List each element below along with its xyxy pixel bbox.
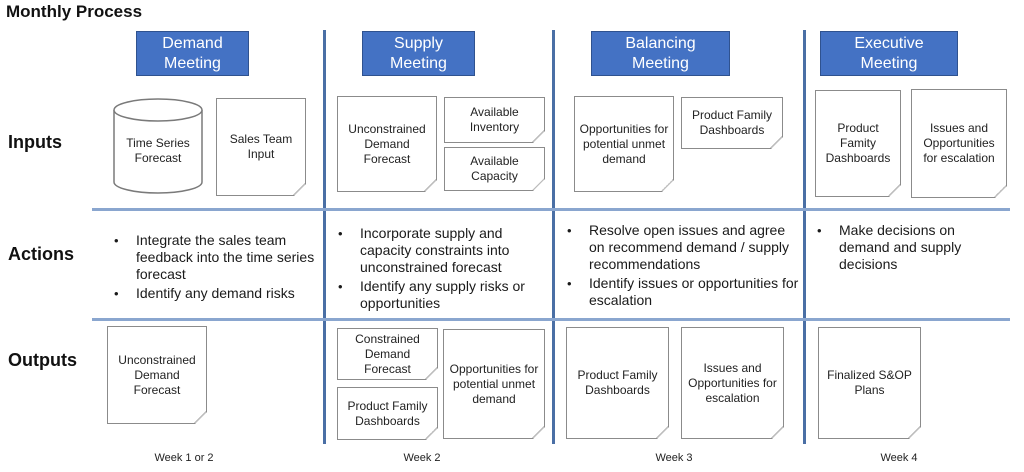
doc-label: Finalized S&OP Plans bbox=[827, 368, 912, 397]
doc-label: Opportunities for potential unmet demand bbox=[579, 121, 669, 166]
balancing-meeting-header: Balancing Meeting bbox=[591, 31, 730, 76]
diagram-title: Monthly Process bbox=[6, 2, 143, 21]
doc-label: Available Capacity bbox=[470, 154, 519, 183]
output-doc-product-family-dashboards: Product Family Dashboards bbox=[566, 327, 669, 439]
doc-label: Available Inventory bbox=[469, 105, 520, 134]
output-doc-unconstrained-forecast: Unconstrained Demand Forecast bbox=[107, 326, 207, 424]
output-doc-issues-opportunities: Issues and Opportunities for escalation bbox=[681, 327, 784, 439]
output-doc-opportunities: Opportunities for potential unmet demand bbox=[443, 329, 545, 439]
week-label: Week 3 bbox=[655, 452, 693, 464]
doc-label: Unconstrained Demand Forecast bbox=[348, 121, 426, 166]
doc-label: Product Family Dashboards bbox=[577, 368, 658, 397]
doc-label: Product Family Dashboards bbox=[347, 398, 428, 428]
doc-label: Issues and Opportunities for escalation bbox=[688, 360, 777, 405]
output-doc-finalized-plans: Finalized S&OP Plans bbox=[818, 327, 921, 439]
input-doc-product-family-dashboards: Product Famity Dashboards bbox=[815, 90, 901, 197]
list-item: Resolve open issues and agree on recomme… bbox=[563, 222, 801, 273]
column-divider bbox=[552, 30, 555, 444]
column-divider bbox=[323, 30, 326, 444]
doc-label: Unconstrained Demand Forecast bbox=[118, 352, 196, 397]
week-label: Week 4 bbox=[880, 452, 918, 464]
list-item: Identify any demand risks bbox=[110, 285, 318, 302]
supply-meeting-header: Supply Meeting bbox=[362, 31, 475, 76]
doc-label: Opportunities for potential unmet demand bbox=[449, 361, 539, 406]
list-item: Identify any supply risks or opportuniti… bbox=[334, 278, 548, 312]
supply-actions-list: Incorporate supply and capacity constrai… bbox=[334, 225, 548, 314]
row-label-outputs: Outputs bbox=[8, 350, 77, 370]
database-cylinder-icon bbox=[113, 98, 203, 194]
output-doc-constrained-forecast: Constrained Demand Forecast bbox=[337, 328, 438, 380]
row-label-inputs: Inputs bbox=[8, 132, 62, 152]
column-divider bbox=[803, 30, 806, 444]
row-label-actions: Actions bbox=[8, 244, 75, 264]
input-doc-unconstrained-forecast: Unconstrained Demand Forecast bbox=[337, 96, 437, 192]
input-doc-product-family-dashboards: Product Family Dashboards bbox=[681, 97, 783, 149]
doc-label: Issues and Opportunities for escalation bbox=[923, 121, 995, 165]
doc-label: Sales Team Input bbox=[229, 132, 293, 161]
executive-actions-list: Make decisions on demand and supply deci… bbox=[813, 222, 993, 275]
output-doc-product-family-dashboards: Product Family Dashboards bbox=[337, 387, 438, 440]
time-series-forecast-database: Time Series Forecast bbox=[112, 98, 204, 196]
list-item: Incorporate supply and capacity constrai… bbox=[334, 225, 548, 276]
doc-label: Time Series Forecast bbox=[126, 136, 190, 165]
input-doc-sales-team: Sales Team Input bbox=[216, 98, 306, 196]
week-label: Week 2 bbox=[403, 452, 441, 464]
list-item: Integrate the sales team feedback into t… bbox=[110, 232, 318, 283]
balancing-actions-list: Resolve open issues and agree on recomme… bbox=[563, 222, 801, 311]
doc-label: Product Family Dashboards bbox=[691, 108, 773, 137]
week-label: Week 1 or 2 bbox=[154, 452, 214, 464]
executive-meeting-header: Executive Meeting bbox=[820, 31, 958, 76]
input-doc-opportunities: Opportunities for potential unmet demand bbox=[574, 96, 674, 192]
list-item: Make decisions on demand and supply deci… bbox=[813, 222, 993, 273]
demand-meeting-header: Demand Meeting bbox=[136, 31, 249, 76]
input-doc-issues-opportunities: Issues and Opportunities for escalation bbox=[911, 89, 1007, 198]
doc-label: Product Famity Dashboards bbox=[825, 121, 891, 165]
row-divider bbox=[92, 208, 1010, 211]
row-divider bbox=[92, 318, 1010, 321]
input-doc-available-capacity: Available Capacity bbox=[444, 147, 545, 191]
list-item: Identify issues or opportunities for esc… bbox=[563, 275, 801, 309]
doc-label: Constrained Demand Forecast bbox=[355, 331, 420, 376]
input-doc-available-inventory: Available Inventory bbox=[444, 97, 545, 143]
demand-actions-list: Integrate the sales team feedback into t… bbox=[110, 232, 318, 304]
